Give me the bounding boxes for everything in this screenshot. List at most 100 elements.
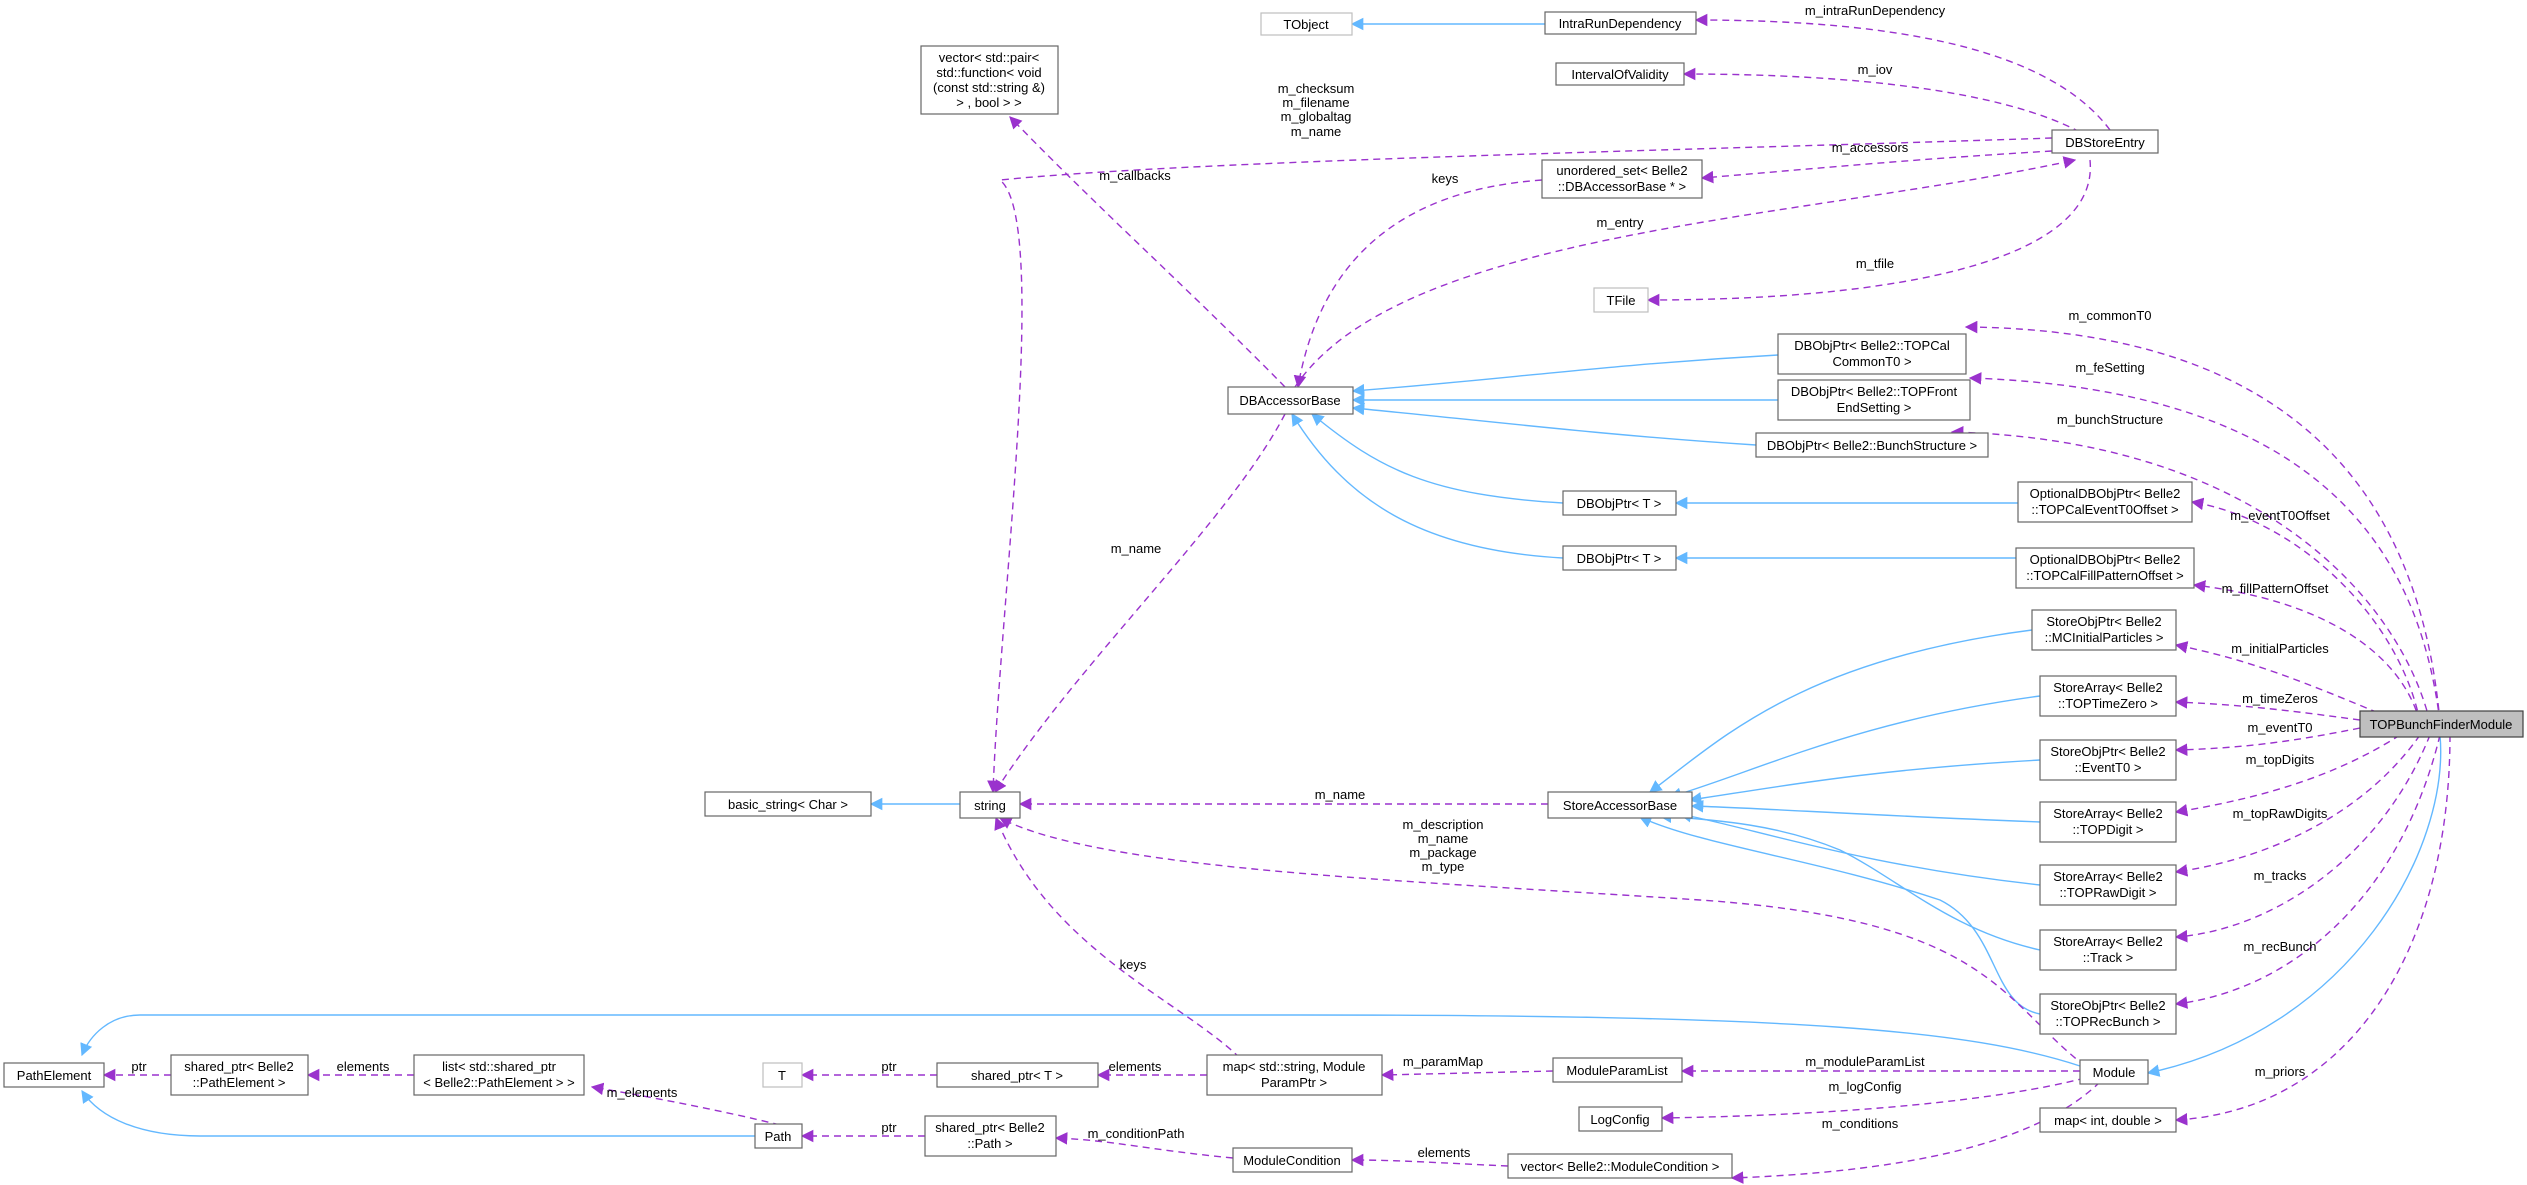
- node-module[interactable]: Module: [2079, 1059, 2149, 1085]
- edge-tbf-to-mcinitial: [2174, 641, 2401, 723]
- svg-text:OptionalDBObjPtr< Belle2: OptionalDBObjPtr< Belle2: [2030, 486, 2181, 501]
- svg-text:shared_ptr< T >: shared_ptr< T >: [971, 1068, 1063, 1083]
- edge-tbf-to-toprawdigit: [2174, 734, 2421, 877]
- node-logconfig[interactable]: LogConfig: [1578, 1106, 1663, 1132]
- svg-text:StoreAccessorBase: StoreAccessorBase: [1563, 798, 1677, 813]
- node-dbaccessorbase[interactable]: DBAccessorBase: [1227, 386, 1354, 415]
- svg-text:> , bool > >: > , bool > >: [956, 95, 1021, 110]
- edge-dbobjptr-t2-to-dbaccessorbase: [1291, 412, 1564, 559]
- node-dbobjptr-t-2[interactable]: DBObjPtr< T >: [1562, 545, 1677, 571]
- node-dbobjptr-t-1[interactable]: DBObjPtr< T >: [1562, 490, 1677, 516]
- node-shared-ptr-pathelement[interactable]: shared_ptr< Belle2 ::PathElement >: [170, 1054, 309, 1096]
- node-storeaccessorbase[interactable]: StoreAccessorBase: [1547, 791, 1693, 819]
- edge-dbstoreentry-to-iov: [1682, 67, 2081, 133]
- label-m-commont0: m_commonT0: [2068, 308, 2151, 323]
- svg-text:::TOPDigit >: ::TOPDigit >: [2073, 822, 2144, 837]
- node-list-shared-ptr[interactable]: list< std::shared_ptr < Belle2::PathElem…: [413, 1054, 585, 1096]
- svg-text:StoreObjPtr< Belle2: StoreObjPtr< Belle2: [2050, 998, 2165, 1013]
- svg-text:DBObjPtr< Belle2::TOPCal: DBObjPtr< Belle2::TOPCal: [1794, 338, 1950, 353]
- node-storearray-toprawdigit[interactable]: StoreArray< Belle2 ::TOPRawDigit >: [2039, 864, 2177, 906]
- svg-text:::TOPTimeZero >: ::TOPTimeZero >: [2058, 696, 2158, 711]
- node-storearray-topdigit[interactable]: StoreArray< Belle2 ::TOPDigit >: [2039, 801, 2177, 843]
- edge-module-to-vector-modulecondition: [1730, 1081, 2101, 1184]
- edge-dbobjptr-bunch-to-dbaccessorbase: [1351, 402, 1757, 446]
- edge-track-to-storeaccessorbase: [1658, 810, 2041, 951]
- node-vector-modulecondition[interactable]: vector< Belle2::ModuleCondition >: [1507, 1153, 1733, 1179]
- node-optionaldbobjptr-eventt0offset[interactable]: OptionalDBObjPtr< Belle2 ::TOPCalEventT0…: [2017, 481, 2193, 523]
- svg-text:DBObjPtr< T >: DBObjPtr< T >: [1577, 496, 1662, 511]
- label-m-globaltag: m_globaltag: [1281, 109, 1352, 124]
- svg-text:::TOPCalEventT0Offset >: ::TOPCalEventT0Offset >: [2031, 502, 2178, 517]
- node-storearray-toptimezero[interactable]: StoreArray< Belle2 ::TOPTimeZero >: [2039, 675, 2177, 717]
- edge-tbf-to-fillpatternoffset: [2192, 580, 2421, 723]
- svg-text:string: string: [974, 798, 1006, 813]
- node-t[interactable]: T: [762, 1062, 803, 1088]
- node-storeobjptr-mcinitialparticles[interactable]: StoreObjPtr< Belle2 ::MCInitialParticles…: [2031, 609, 2177, 651]
- edge-vector-cond-to-modulecondition: [1350, 1153, 1509, 1167]
- svg-text:DBAccessorBase: DBAccessorBase: [1239, 393, 1340, 408]
- node-string[interactable]: string: [959, 791, 1021, 819]
- svg-text:vector< std::pair<: vector< std::pair<: [939, 50, 1039, 65]
- label-m-bunchstructure: m_bunchStructure: [2057, 412, 2163, 427]
- node-tobject[interactable]: TObject: [1260, 12, 1353, 36]
- svg-text:Path: Path: [765, 1129, 792, 1144]
- label-m-entry: m_entry: [1597, 215, 1644, 230]
- svg-text:StoreArray< Belle2: StoreArray< Belle2: [2053, 806, 2162, 821]
- svg-text:DBStoreEntry: DBStoreEntry: [2065, 135, 2145, 150]
- node-map-int-double[interactable]: map< int, double >: [2039, 1107, 2177, 1133]
- node-shared-ptr-t[interactable]: shared_ptr< T >: [936, 1062, 1099, 1088]
- edge-module-to-logconfig: [1660, 1077, 2086, 1125]
- svg-text:DBObjPtr< T >: DBObjPtr< T >: [1577, 551, 1662, 566]
- label-m-eventt0offset: m_eventT0Offset: [2230, 508, 2330, 523]
- node-dbobjptr-bunchstructure[interactable]: DBObjPtr< Belle2::BunchStructure >: [1755, 432, 1989, 458]
- svg-text:::EventT0 >: ::EventT0 >: [2075, 760, 2142, 775]
- label-m-priors: m_priors: [2255, 1064, 2306, 1079]
- node-unordered-set[interactable]: unordered_set< Belle2 ::DBAccessorBase *…: [1541, 159, 1703, 199]
- node-dbobjptr-topfrontendsetting[interactable]: DBObjPtr< Belle2::TOPFront EndSetting >: [1777, 379, 1971, 421]
- node-dbstoreentry[interactable]: DBStoreEntry: [2051, 129, 2159, 154]
- label-elements-list: elements: [337, 1059, 390, 1074]
- edge-tbf-to-fesetting: [1968, 372, 2441, 723]
- edge-moduleparamlist-to-map: [1380, 1068, 1554, 1082]
- edge-dbobjptr-t1-to-dbaccessorbase: [1311, 413, 1564, 504]
- edge-tbf-to-timezero: [2174, 696, 2361, 721]
- node-shared-ptr-path[interactable]: shared_ptr< Belle2 ::Path >: [924, 1115, 1057, 1157]
- edge-path-to-list: [590, 1082, 781, 1126]
- node-intrarundependency[interactable]: IntraRunDependency: [1544, 11, 1697, 35]
- svg-text:::PathElement >: ::PathElement >: [193, 1075, 286, 1090]
- edge-mcinitial-to-storeaccessorbase: [1648, 629, 2033, 793]
- node-intervalofvalidity[interactable]: IntervalOfValidity: [1555, 62, 1685, 86]
- svg-text:TObject: TObject: [1283, 17, 1329, 32]
- edge-tbf-to-eventt0offset: [2190, 497, 2421, 723]
- label-m-topdigits: m_topDigits: [2246, 752, 2315, 767]
- edge-topdigit-to-storeaccessorbase: [1690, 800, 2041, 823]
- node-pathelement[interactable]: PathElement: [3, 1062, 105, 1088]
- svg-text:StoreArray< Belle2: StoreArray< Belle2: [2053, 869, 2162, 884]
- svg-text:OptionalDBObjPtr< Belle2: OptionalDBObjPtr< Belle2: [2030, 552, 2181, 567]
- svg-text:DBObjPtr< Belle2::BunchStructu: DBObjPtr< Belle2::BunchStructure >: [1767, 438, 1977, 453]
- label-m-fillpatternoffset: m_fillPatternOffset: [2222, 581, 2329, 596]
- label-m-tracks: m_tracks: [2254, 868, 2307, 883]
- node-topbunchfindermodule[interactable]: TOPBunchFinderModule: [2359, 710, 2524, 738]
- node-storeobjptr-eventt0[interactable]: StoreObjPtr< Belle2 ::EventT0 >: [2039, 739, 2177, 781]
- node-tfile[interactable]: TFile: [1593, 287, 1649, 313]
- node-optionaldbobjptr-fillpatternoffset[interactable]: OptionalDBObjPtr< Belle2 ::TOPCalFillPat…: [2015, 547, 2195, 589]
- edge-toprawdigit-to-storeaccessorbase: [1678, 810, 2041, 886]
- svg-text:PathElement: PathElement: [17, 1068, 92, 1083]
- label-m-conditionpath: m_conditionPath: [1088, 1126, 1185, 1141]
- node-map-moduleparamptr[interactable]: map< std::string, Module ParamPtr >: [1206, 1054, 1383, 1096]
- svg-text:(const std::string &): (const std::string &): [933, 80, 1045, 95]
- edge-unordered-set-to-dbaccessorbase: [1293, 179, 1543, 389]
- node-moduleparamlist[interactable]: ModuleParamList: [1552, 1057, 1683, 1083]
- node-vector-pair[interactable]: vector< std::pair< std::function< void (…: [920, 45, 1059, 115]
- svg-text:StoreArray< Belle2: StoreArray< Belle2: [2053, 934, 2162, 949]
- label-m-name-entry: m_name: [1291, 124, 1342, 139]
- node-modulecondition[interactable]: ModuleCondition: [1232, 1147, 1353, 1173]
- node-dbobjptr-topcalcommont0[interactable]: DBObjPtr< Belle2::TOPCal CommonT0 >: [1777, 333, 1967, 375]
- node-basic-string[interactable]: basic_string< Char >: [704, 791, 872, 817]
- node-storearray-track[interactable]: StoreArray< Belle2 ::Track >: [2039, 929, 2177, 971]
- node-storeobjptr-toprecbunch[interactable]: StoreObjPtr< Belle2 ::TOPRecBunch >: [2039, 993, 2177, 1035]
- node-path[interactable]: Path: [754, 1123, 803, 1149]
- label-m-name-store: m_name: [1315, 787, 1366, 802]
- edge-module-to-string: [998, 817, 2086, 1067]
